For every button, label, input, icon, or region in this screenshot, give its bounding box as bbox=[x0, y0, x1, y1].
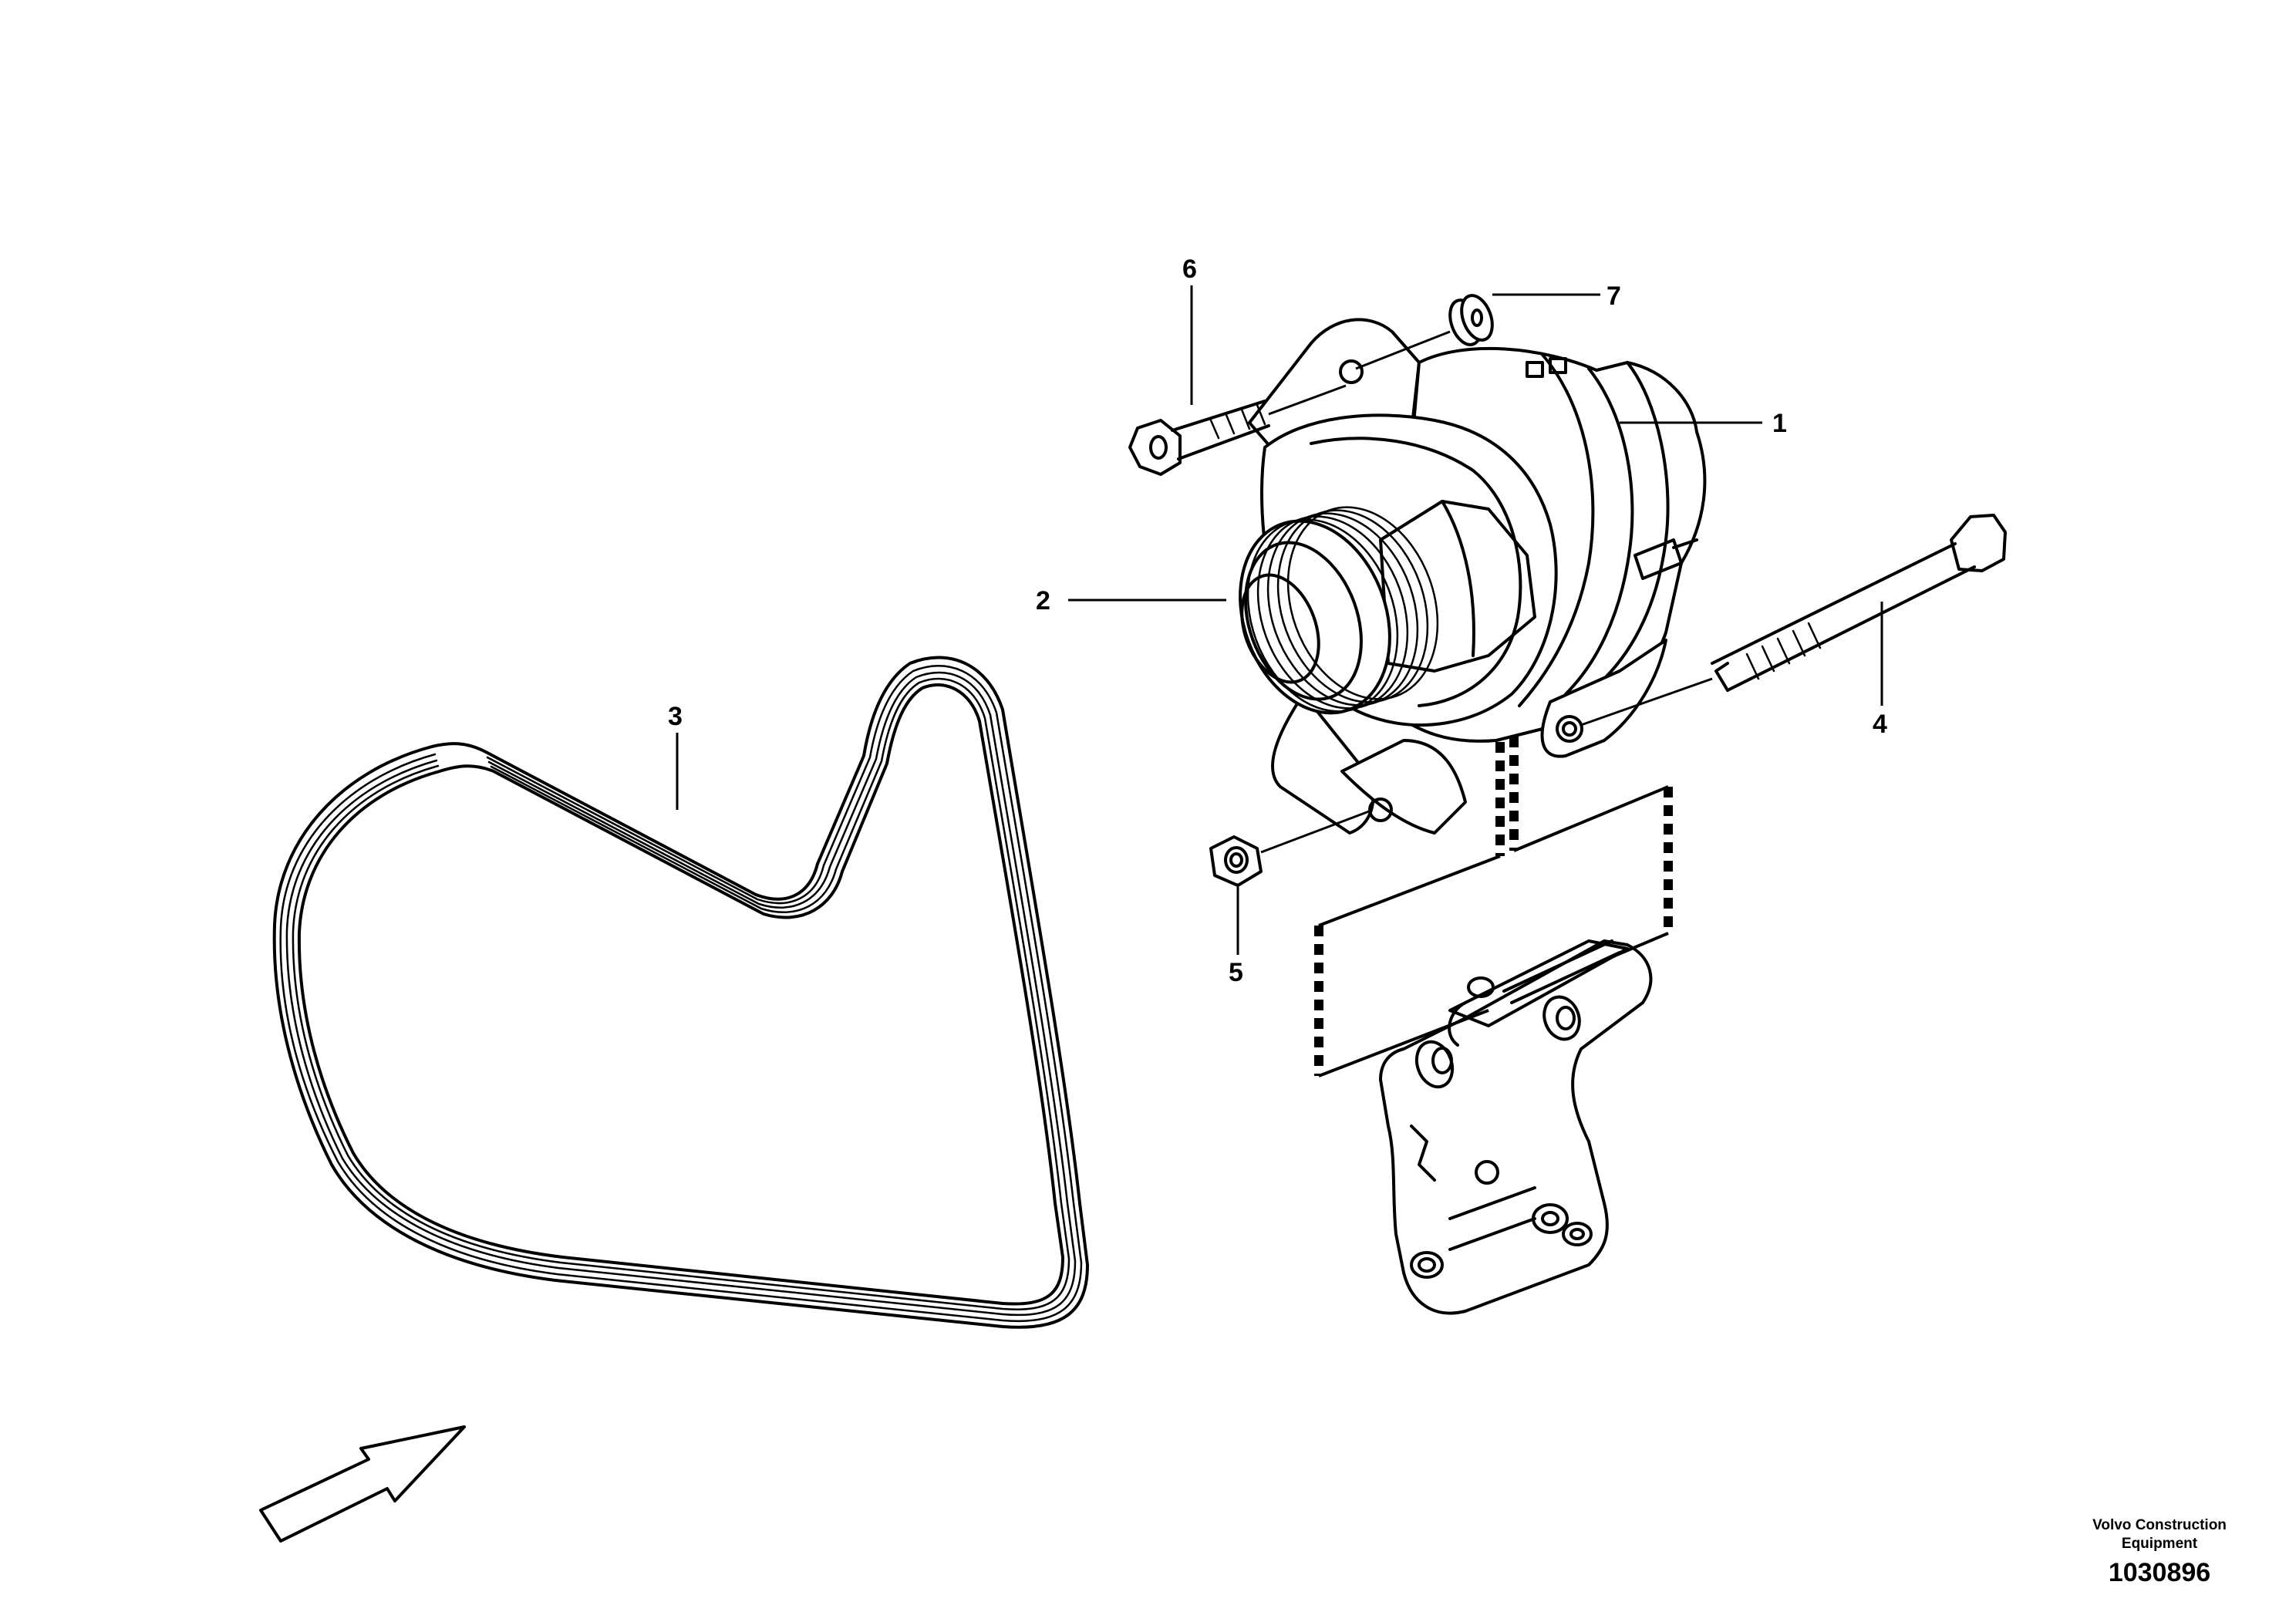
callout-2: 2 bbox=[1036, 586, 1050, 615]
washer-nut-7 bbox=[1448, 294, 1494, 346]
mounting-bracket bbox=[1379, 939, 1653, 1315]
leader-lines bbox=[676, 285, 1883, 955]
drive-belt bbox=[272, 656, 1089, 1329]
manufacturer-line-2: Equipment bbox=[2121, 1536, 2198, 1552]
callout-4: 4 bbox=[1873, 710, 1887, 739]
direction-arrow bbox=[259, 1425, 466, 1543]
callout-7: 7 bbox=[1607, 282, 1621, 311]
manufacturer-label: Volvo Construction Equipment bbox=[2082, 1516, 2237, 1553]
long-bolt-4 bbox=[1580, 514, 2007, 727]
callout-3: 3 bbox=[668, 702, 683, 731]
assembly-frame bbox=[1314, 737, 1673, 1077]
callout-1: 1 bbox=[1772, 409, 1787, 438]
bolt-6 bbox=[1128, 384, 1347, 476]
callout-5: 5 bbox=[1229, 958, 1243, 987]
document-number: 1030896 bbox=[2108, 1558, 2211, 1587]
alternator bbox=[1248, 318, 1707, 835]
nut-5 bbox=[1209, 810, 1370, 887]
pulley bbox=[1239, 506, 1439, 715]
manufacturer-line-1: Volvo Construction bbox=[2092, 1517, 2227, 1533]
callout-6: 6 bbox=[1182, 255, 1197, 284]
